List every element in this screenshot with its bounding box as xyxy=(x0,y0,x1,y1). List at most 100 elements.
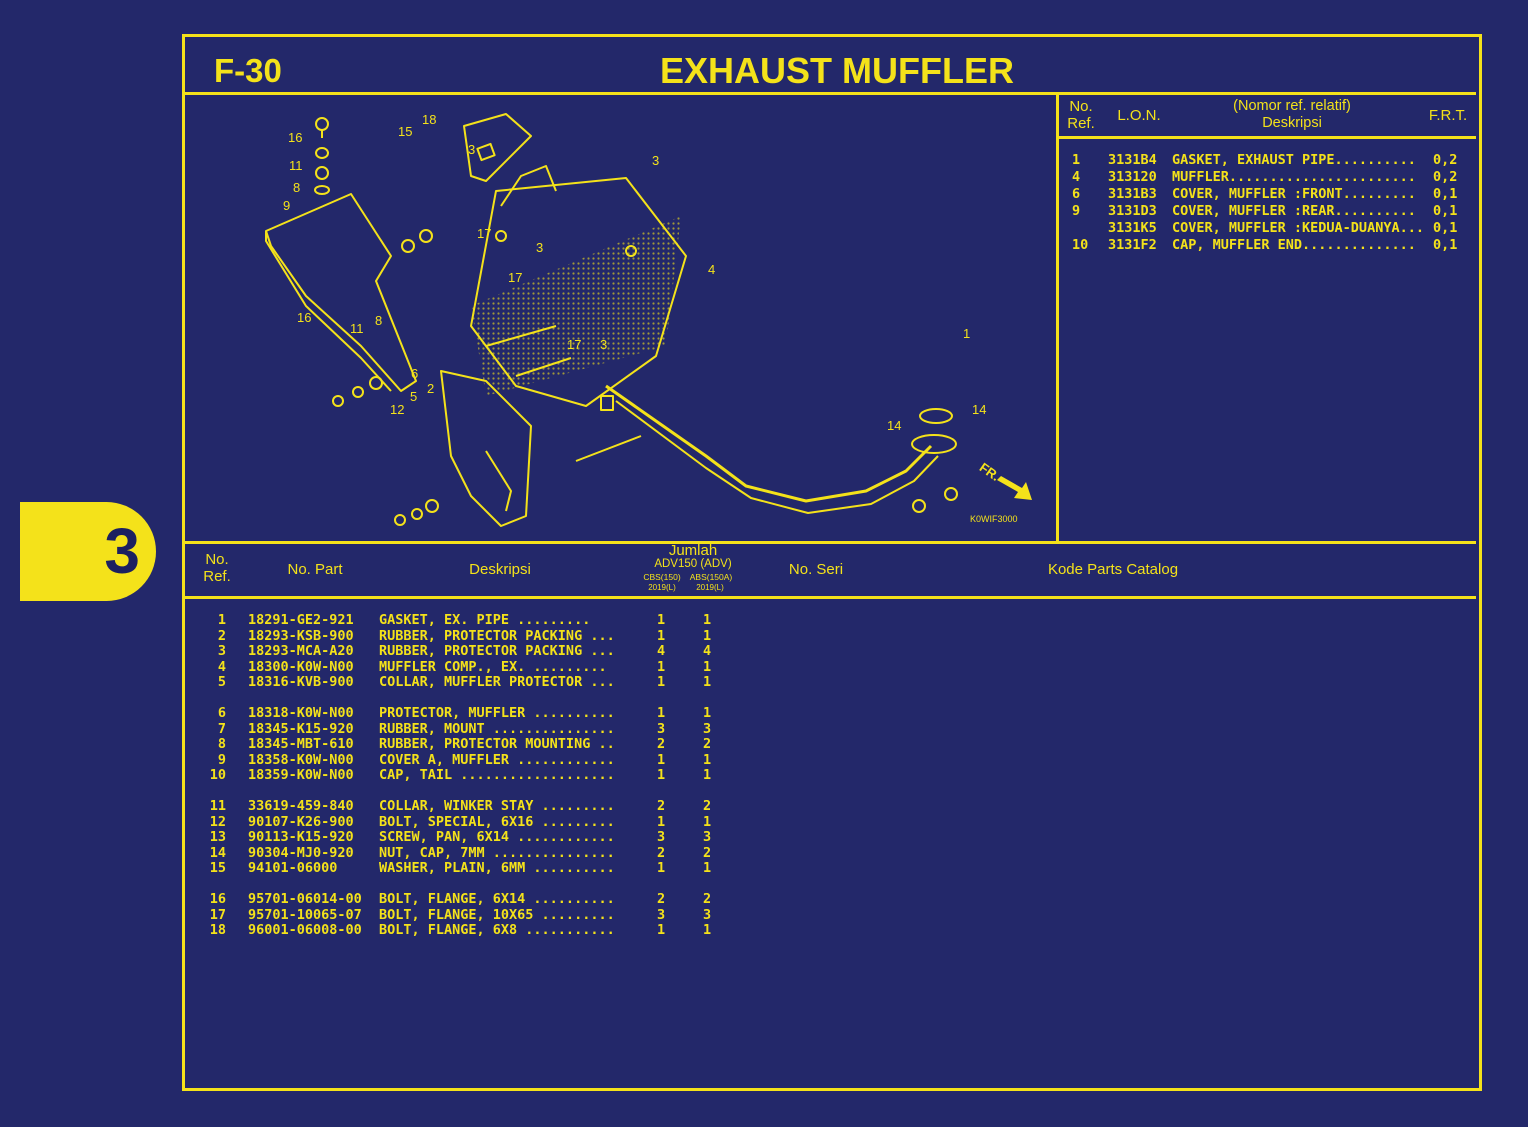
callout-label: 3 xyxy=(468,142,475,157)
part-row-q1: 1 xyxy=(657,658,666,675)
parts-header-kode: Kode Parts Catalog xyxy=(1047,561,1179,578)
callout-label: 16 xyxy=(288,130,302,145)
part-row-desc: CAP, TAIL ................... xyxy=(379,767,615,784)
frt-header-no-ref: No. Ref. xyxy=(1067,98,1095,132)
part-row-q2: 1 xyxy=(703,627,712,644)
part-row-q2: 2 xyxy=(703,891,712,907)
part-row-ref: 13 xyxy=(209,829,226,846)
gasket-part xyxy=(919,408,953,424)
frt-row-lon: 3131B3 xyxy=(1108,186,1157,202)
part-row-part: 18300-K0W-N00 xyxy=(248,658,354,675)
part-row-desc: NUT, CAP, 7MM ............... xyxy=(379,844,615,861)
part-row-ref: 14 xyxy=(209,844,226,861)
part-row-q1: 3 xyxy=(657,720,666,737)
part-row-part: 18358-K0W-N00 xyxy=(248,751,354,768)
part-row-q2: 4 xyxy=(703,643,712,660)
frt-row-desc: GASKET, EXHAUST PIPE.......... xyxy=(1172,152,1416,168)
front-direction-arrow xyxy=(997,476,1032,500)
part-row-ref: 6 xyxy=(217,705,226,721)
part-row-q1: 2 xyxy=(657,736,666,753)
frt-row-lon: 3131B4 xyxy=(1108,152,1157,168)
part-row-desc: MUFFLER COMP., EX. ......... xyxy=(379,658,607,675)
part-row-desc: BOLT, SPECIAL, 6X16 ......... xyxy=(379,813,615,830)
parts-header-divider xyxy=(185,596,1476,599)
frt-row-desc: CAP, MUFFLER END.............. xyxy=(1172,237,1416,253)
frt-row-ref: 6 xyxy=(1072,186,1081,202)
diagram-bottom-divider xyxy=(185,541,1476,544)
part-row-desc: GASKET, EX. PIPE ......... xyxy=(379,612,591,628)
callout-label: 18 xyxy=(422,112,436,127)
part-row-desc: RUBBER, PROTECTOR PACKING ... xyxy=(379,627,615,644)
parts-header-no-part: No. Part xyxy=(287,561,343,578)
part-row-q2: 3 xyxy=(703,720,712,737)
part-row-ref: 15 xyxy=(209,860,226,877)
part-row-q1: 4 xyxy=(657,643,666,660)
part-row-desc: WASHER, PLAIN, 6MM .......... xyxy=(379,860,615,877)
callout-label: 15 xyxy=(398,124,412,139)
part-row-q2: 1 xyxy=(703,860,712,877)
frt-row-desc: COVER, MUFFLER :KEDUA-DUANYA... xyxy=(1172,220,1424,236)
cover-front-part xyxy=(440,370,532,527)
callout-label: 11 xyxy=(289,158,303,173)
part-row-q2: 2 xyxy=(703,844,712,861)
part-row-q2: 3 xyxy=(703,906,712,923)
callout-label: 12 xyxy=(390,402,404,417)
part-row-q2: 1 xyxy=(703,751,712,768)
section-number: 3 xyxy=(104,515,140,587)
part-row-q1: 3 xyxy=(657,829,666,846)
part-row-desc: RUBBER, MOUNT ............... xyxy=(379,720,615,737)
part-row-part: 18293-KSB-900 xyxy=(248,627,354,644)
part-row-part: 18359-K0W-N00 xyxy=(248,767,354,784)
part-row-ref: 3 xyxy=(217,643,226,660)
frt-row-ref: 9 xyxy=(1072,203,1081,219)
frt-row-lon: 3131D3 xyxy=(1108,203,1157,219)
parts-header-col1: CBS(150) xyxy=(643,572,681,582)
frt-row-lon: 313120 xyxy=(1108,169,1157,185)
muffler-part xyxy=(470,177,687,407)
part-row-q1: 2 xyxy=(657,798,666,814)
part-row-q1: 1 xyxy=(657,751,666,768)
part-row-ref: 1 xyxy=(217,612,226,628)
logo-watermark xyxy=(471,216,681,396)
section-tab: 3 xyxy=(20,502,156,601)
callout-label: 3 xyxy=(652,153,659,168)
part-row-part: 90304-MJ0-920 xyxy=(248,844,354,861)
part-row-q2: 3 xyxy=(703,829,712,846)
frt-row-desc: COVER, MUFFLER :FRONT......... xyxy=(1172,186,1416,202)
part-row-ref: 17 xyxy=(209,906,226,923)
exploded-diagram: FR. K0WIF3000 16118137101518339173174161… xyxy=(265,112,1032,527)
part-row-ref: 10 xyxy=(209,767,226,784)
callout-label: 8 xyxy=(293,180,300,195)
part-row-desc: COLLAR, WINKER STAY ......... xyxy=(379,798,615,814)
frt-header-frt: F.R.T. xyxy=(1428,107,1468,124)
part-row-q2: 1 xyxy=(703,674,712,691)
callout-label: 3 xyxy=(600,337,607,352)
part-row-q2: 1 xyxy=(703,767,712,784)
frt-row-frt: 0,2 xyxy=(1433,169,1458,185)
part-row-ref: 2 xyxy=(217,627,226,644)
part-row-q2: 2 xyxy=(703,736,712,753)
callout-label: 11 xyxy=(350,321,364,336)
part-row-q1: 3 xyxy=(657,906,666,923)
part-row-part: 18293-MCA-A20 xyxy=(248,643,354,660)
part-row-ref: 11 xyxy=(209,798,226,814)
part-row-ref: 8 xyxy=(217,736,226,753)
part-row-ref: 12 xyxy=(209,813,226,830)
frt-row-lon: 3131K5 xyxy=(1108,220,1157,236)
part-row-ref: 4 xyxy=(217,658,226,675)
part-row-ref: 5 xyxy=(217,674,226,691)
part-row-q2: 1 xyxy=(703,813,712,830)
part-row-q2: 1 xyxy=(703,612,712,628)
header-divider xyxy=(185,92,1476,95)
part-row-q1: 1 xyxy=(657,612,666,628)
part-row-ref: 9 xyxy=(217,751,226,768)
frt-row-desc: MUFFLER....................... xyxy=(1172,169,1416,185)
part-row-part: 95701-06014-00 xyxy=(248,891,362,907)
page-code: F-30 xyxy=(214,52,282,89)
part-row-q1: 1 xyxy=(657,813,666,830)
callout-label: 2 xyxy=(427,381,434,396)
page-title: EXHAUST MUFFLER xyxy=(660,50,1014,91)
part-row-q1: 2 xyxy=(657,844,666,861)
exhaust-pipe-part xyxy=(605,384,933,503)
part-row-ref: 7 xyxy=(217,720,226,737)
